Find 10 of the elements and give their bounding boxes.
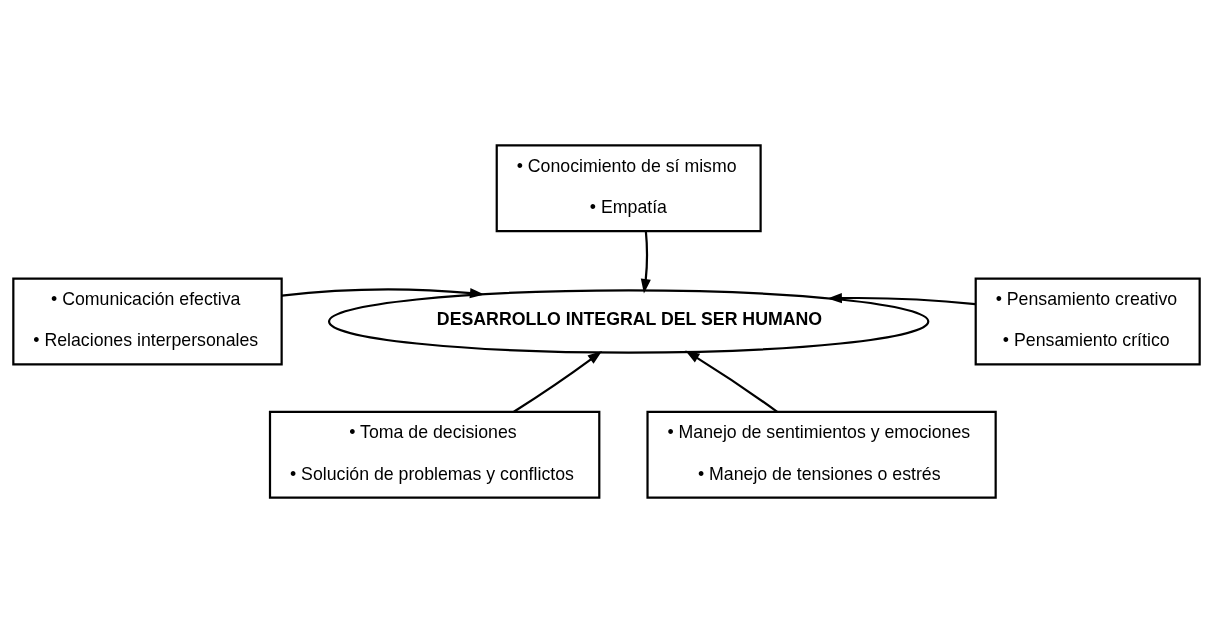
arrow [827, 292, 976, 305]
arrow [281, 287, 485, 298]
node-box: • Pensamiento creativo • Pensamiento crítico [974, 276, 1201, 366]
node-box: • Comunicación efectiva • Relaciones interpersonales [12, 276, 283, 366]
arrow [640, 230, 651, 293]
node-box: • Toma de decisiones • Solución de problemas y conflictos [268, 410, 601, 499]
node-box: • Conocimiento de sí mismo • Empatía [495, 143, 762, 232]
arrow [685, 350, 778, 413]
node-box: • Manejo de sentimientos y emociones • Manejo de tensiones o estrés [646, 410, 997, 499]
arrow [513, 350, 603, 413]
